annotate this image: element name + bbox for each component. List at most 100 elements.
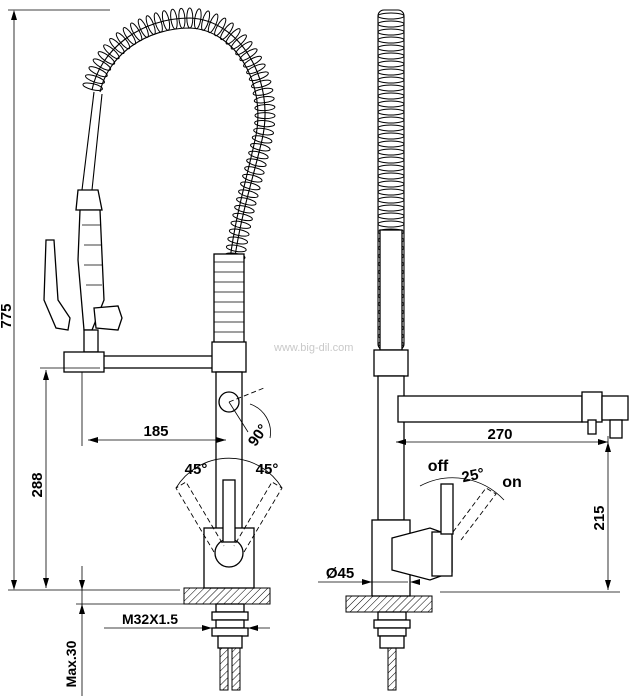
coil-loop bbox=[82, 82, 103, 91]
coil-loop bbox=[377, 36, 405, 44]
coil-loop bbox=[236, 197, 257, 206]
coil-loop bbox=[122, 27, 137, 45]
diameter-label: Ø45 bbox=[326, 565, 354, 582]
coil-loop bbox=[225, 244, 247, 253]
coil-loop bbox=[254, 119, 276, 128]
coil-loop bbox=[103, 44, 120, 60]
coil-loop bbox=[220, 22, 234, 41]
coil-loop bbox=[377, 76, 405, 84]
coil-loop bbox=[161, 10, 171, 31]
coil-loop bbox=[238, 189, 259, 199]
coil-loop bbox=[377, 212, 405, 220]
dimension-lines-left bbox=[8, 9, 271, 696]
coil-loop bbox=[377, 52, 405, 60]
coil-loop bbox=[109, 37, 125, 55]
swivel-angle-label: 90° bbox=[245, 421, 272, 449]
spout-height-label: 288 bbox=[29, 472, 46, 497]
coil-loop bbox=[170, 8, 178, 30]
coil-loop bbox=[137, 18, 149, 38]
coil-loop bbox=[252, 87, 274, 96]
coil-loop bbox=[377, 28, 405, 36]
coil-loop bbox=[153, 12, 163, 33]
coil-loop bbox=[88, 66, 108, 78]
coil-loop bbox=[115, 32, 131, 50]
coil-loop bbox=[253, 95, 275, 104]
watermark-text: www.big-dil.com bbox=[273, 342, 353, 354]
coil-loop bbox=[377, 220, 405, 228]
mixer-lever bbox=[175, 457, 283, 553]
coil-loop bbox=[246, 63, 266, 75]
coil-loop bbox=[228, 228, 250, 237]
reach-left-label: 185 bbox=[143, 423, 168, 440]
left-angle-label: 45° bbox=[185, 461, 208, 478]
coil-loop bbox=[377, 44, 405, 52]
coil-loop bbox=[248, 71, 269, 82]
coil-loop bbox=[377, 124, 405, 132]
coil-loop bbox=[193, 8, 202, 30]
coil-loop bbox=[225, 28, 241, 45]
coil-loop bbox=[377, 20, 405, 28]
coil-loop bbox=[377, 92, 405, 100]
mixer-body-side bbox=[371, 477, 505, 597]
coil-loop bbox=[250, 142, 271, 152]
coil-loop bbox=[377, 156, 405, 164]
coil-loop bbox=[377, 164, 405, 172]
coil-loop bbox=[377, 188, 405, 196]
coil-loop bbox=[243, 55, 262, 68]
overall-height-label: 775 bbox=[0, 303, 15, 328]
coil-loop bbox=[227, 236, 249, 245]
dimension-lines-right bbox=[318, 436, 620, 593]
coil-loop bbox=[178, 7, 186, 29]
coil-loop bbox=[377, 12, 405, 20]
coil-loop bbox=[85, 74, 105, 84]
main-body bbox=[203, 253, 265, 589]
spray-head bbox=[43, 209, 123, 353]
coil-loop bbox=[230, 34, 247, 50]
coil-loop bbox=[186, 7, 194, 29]
coil-loop bbox=[377, 204, 405, 212]
thread-connector-right bbox=[373, 611, 411, 691]
coil-loop bbox=[235, 41, 253, 56]
coil-loop bbox=[248, 150, 269, 160]
coil-loop bbox=[240, 181, 261, 191]
coil-loop bbox=[377, 148, 405, 156]
coil-loop bbox=[377, 180, 405, 188]
coil-loop bbox=[377, 196, 405, 204]
coil-loop bbox=[242, 173, 263, 183]
coil-loop bbox=[201, 10, 211, 31]
thread-label: M32X1.5 bbox=[122, 611, 178, 627]
coil-loop bbox=[234, 204, 255, 214]
holder-arm bbox=[63, 351, 219, 373]
max-thickness-label: Max.30 bbox=[63, 640, 79, 687]
coil-loop bbox=[377, 140, 405, 148]
coil-loop bbox=[92, 58, 112, 71]
spring-coil bbox=[82, 7, 276, 341]
coil-loop bbox=[254, 104, 276, 112]
coil-loop bbox=[97, 51, 116, 65]
countertop-left bbox=[183, 587, 271, 605]
coil-loop bbox=[377, 68, 405, 76]
coil-loop bbox=[377, 132, 405, 140]
coil-loop bbox=[377, 116, 405, 124]
coil-loop bbox=[251, 135, 273, 144]
coil-loop bbox=[254, 112, 276, 120]
coil-loop bbox=[207, 13, 219, 34]
lever-angle-label: 25° bbox=[460, 465, 486, 486]
spray-hose bbox=[75, 91, 103, 211]
coil-loop bbox=[377, 172, 405, 180]
coil-loop bbox=[253, 127, 274, 136]
right-angle-label: 45° bbox=[256, 461, 279, 478]
coil-loop bbox=[145, 15, 156, 35]
off-label: off bbox=[428, 458, 449, 475]
coil-loop bbox=[377, 60, 405, 68]
coil-loop bbox=[232, 212, 253, 222]
front-view bbox=[43, 7, 283, 691]
coil-loop bbox=[377, 84, 405, 92]
coil-loop bbox=[251, 79, 272, 89]
countertop-right bbox=[345, 595, 433, 613]
coil-loop bbox=[377, 100, 405, 108]
swivel-spout bbox=[377, 375, 629, 521]
outlet-height-label: 215 bbox=[591, 505, 608, 530]
coil-loop bbox=[230, 220, 252, 229]
